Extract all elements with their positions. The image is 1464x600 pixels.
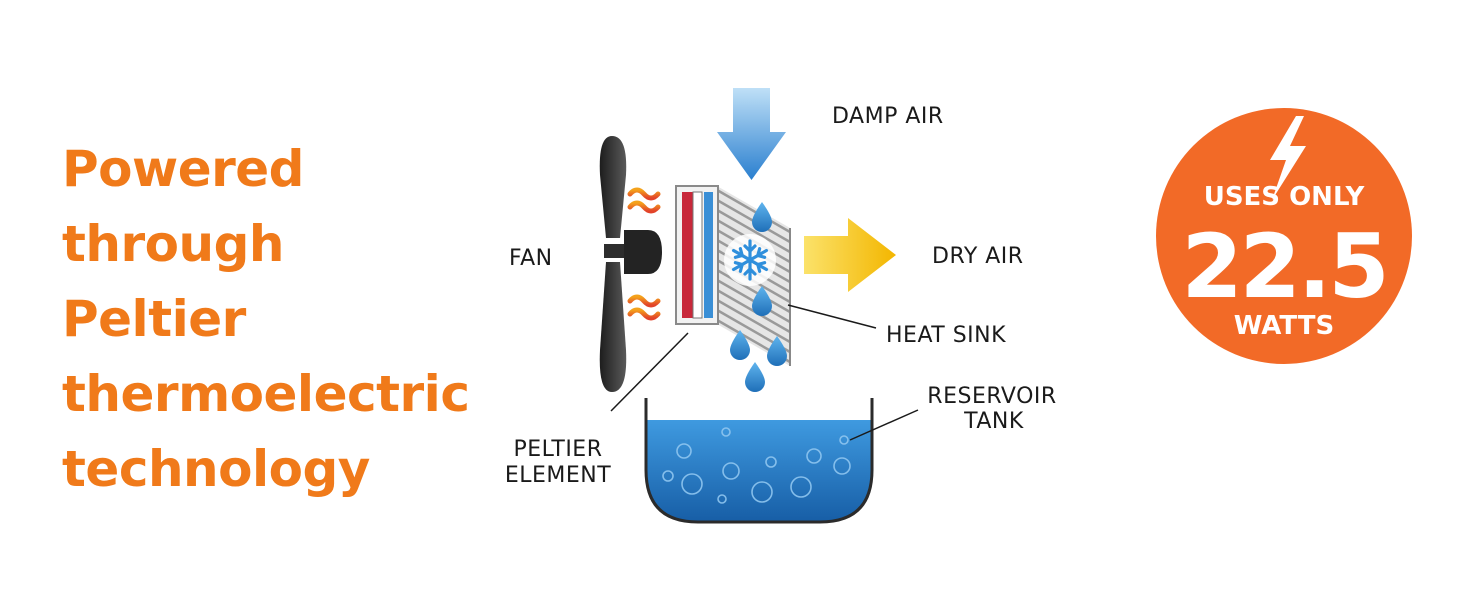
peltier-label: PELTIER <box>513 437 602 462</box>
badge-value: 22.5 <box>1181 215 1386 318</box>
element-label: ELEMENT <box>505 463 611 488</box>
droplet-icon <box>745 362 765 392</box>
badge-top-text: USES ONLY <box>1204 182 1366 212</box>
headline-line: technology <box>62 440 370 498</box>
leader-lines <box>610 304 919 441</box>
headline-line: Powered <box>62 140 304 198</box>
heat-sink-label: HEAT SINK <box>886 323 1006 348</box>
droplet-icon <box>730 330 750 360</box>
dry-air-arrow-icon <box>804 218 896 292</box>
reservoir-tank <box>644 398 874 524</box>
droplet-icon <box>767 336 787 366</box>
headline-line: thermoelectric <box>62 365 470 423</box>
badge-unit: WATTS <box>1234 311 1334 341</box>
snowflake-icon <box>724 234 776 286</box>
peltier-element <box>675 185 719 325</box>
droplet-icon <box>752 202 772 232</box>
reservoir-label: RESERVOIR <box>927 384 1056 409</box>
headline-line: through <box>62 215 285 273</box>
dry-air-label: DRY AIR <box>932 244 1024 269</box>
power-badge: USES ONLY 22.5 WATTS <box>1156 108 1412 364</box>
damp-air-arrow-icon <box>717 88 786 180</box>
droplet-icon <box>752 286 772 316</box>
fan-label: FAN <box>509 246 553 271</box>
tank-label: TANK <box>963 409 1024 434</box>
water-droplets <box>730 202 787 392</box>
heat-waves-icon <box>627 187 661 321</box>
fan-icon <box>599 136 662 392</box>
lightning-bolt-icon <box>1270 116 1306 200</box>
headline: Powered through Peltier thermoelectric t… <box>62 132 470 507</box>
damp-air-label: DAMP AIR <box>832 104 944 129</box>
headline-line: Peltier <box>62 290 246 348</box>
